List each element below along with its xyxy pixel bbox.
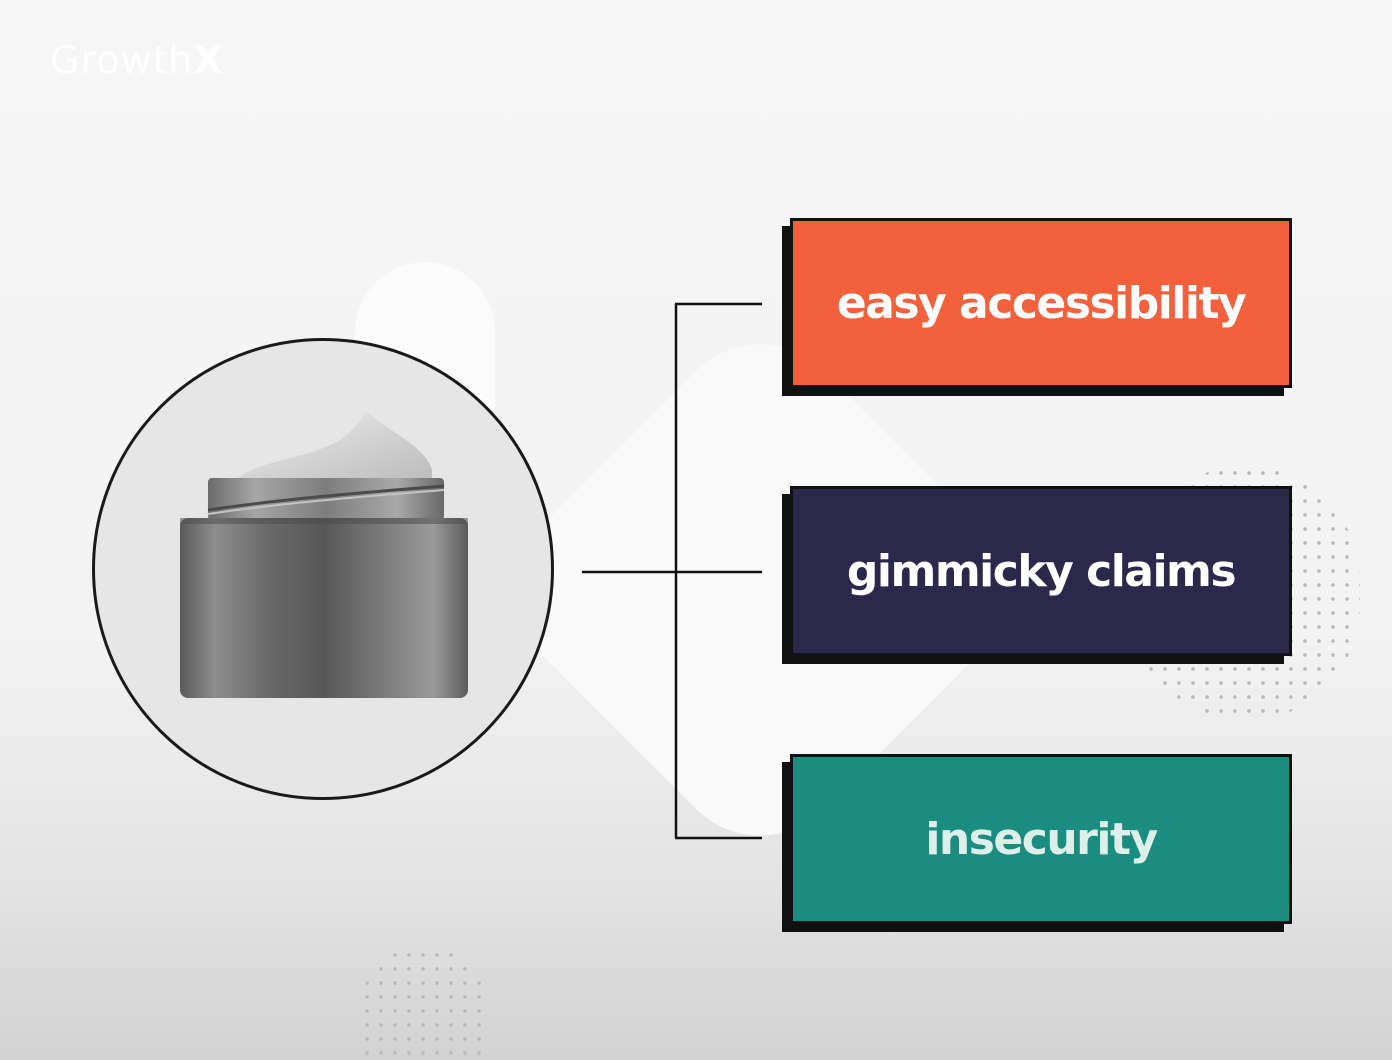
box-gimmicky-claims: gimmicky claims — [790, 486, 1292, 656]
box-insecurity: insecurity — [790, 754, 1292, 924]
box-easy-accessibility: easy accessibility — [790, 218, 1292, 388]
logo-text: Growth — [50, 38, 194, 82]
dot-pattern — [360, 948, 490, 1060]
brand-logo: GrowthX — [50, 38, 224, 82]
box-label: gimmicky claims — [846, 545, 1237, 597]
cream-jar-icon — [180, 411, 468, 698]
box-label: insecurity — [925, 813, 1158, 865]
logo-accent: X — [193, 38, 224, 82]
box-label: easy accessibility — [836, 277, 1247, 329]
